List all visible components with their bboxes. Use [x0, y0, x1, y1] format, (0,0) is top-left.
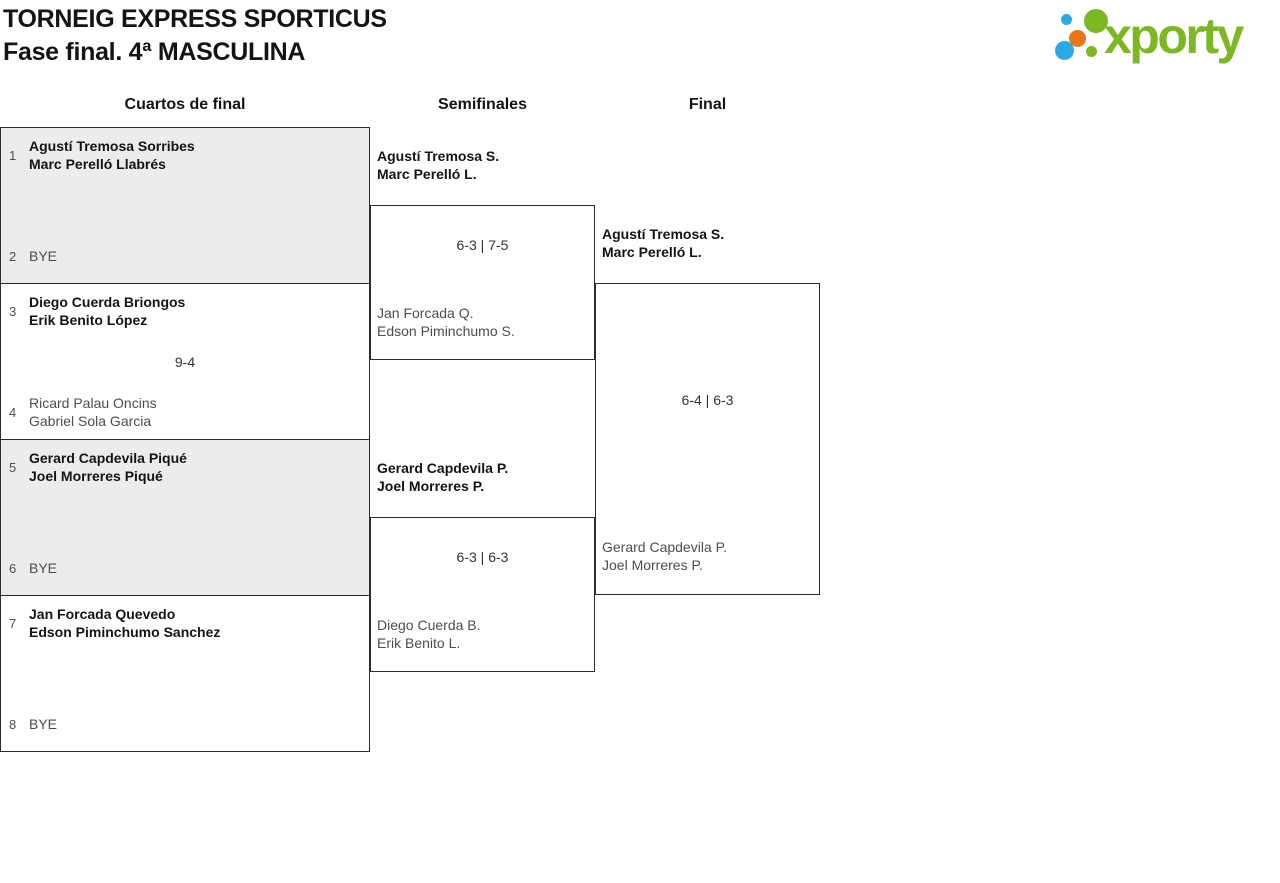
- match-score: 6-4 | 6-3: [681, 392, 734, 408]
- final-match-box: 6-4 | 6-3 Gerard Capdevila P. Joel Morre…: [595, 283, 820, 595]
- seed-number: 8: [9, 716, 17, 732]
- team-name-line: Edson Piminchumo Sanchez: [29, 624, 221, 640]
- seed-number: 7: [9, 615, 17, 631]
- team-name-line: Jan Forcada Q.: [377, 305, 474, 321]
- seed-number: 1: [9, 147, 17, 163]
- match-score: 6-3 | 7-5: [456, 237, 509, 253]
- team-name-line: Ricard Palau Oncins: [29, 395, 157, 411]
- team-names: BYE: [29, 238, 57, 274]
- logo-dot-orange-icon: [1069, 30, 1086, 47]
- team-names: Gerard Capdevila Piqué Joel Morreres Piq…: [29, 449, 187, 485]
- team-name-line: Joel Morreres P.: [377, 478, 485, 494]
- xporty-logo[interactable]: xporty: [1050, 0, 1280, 70]
- team-entry-seed-1: 1 Agustí Tremosa Sorribes Marc Perelló L…: [9, 137, 361, 173]
- team-name-line: Marc Perelló Llabrés: [29, 156, 166, 172]
- seed-number: 2: [9, 248, 17, 264]
- team-entry-seed-8: 8 BYE: [9, 706, 361, 742]
- logo-wordmark: xporty: [1104, 8, 1244, 64]
- team-entry-seed-4: 4 Ricard Palau Oncins Gabriel Sola Garci…: [9, 394, 361, 430]
- team-entry-seed-6: 6 BYE: [9, 550, 361, 586]
- qf-match-3-box: 5 Gerard Capdevila Piqué Joel Morreres P…: [0, 439, 370, 596]
- team-name-line: Erik Benito L.: [377, 635, 461, 651]
- logo-dot-blue-large-icon: [1055, 41, 1074, 60]
- team-name-line: BYE: [29, 560, 58, 576]
- match-score: 9-4: [174, 353, 196, 370]
- team-name-line: Gerard Capdevila Piqué: [29, 450, 187, 466]
- sf-match-1-box: 6-3 | 7-5 Jan Forcada Q. Edson Piminchum…: [370, 205, 595, 360]
- round-header-semifinales: Semifinales: [438, 96, 527, 113]
- qf-match-1-box: 1 Agustí Tremosa Sorribes Marc Perelló L…: [0, 127, 370, 284]
- team-names: BYE: [29, 706, 57, 742]
- team-names: Jan Forcada Quevedo Edson Piminchumo San…: [29, 605, 220, 641]
- logo-dot-green-small-icon: [1086, 46, 1097, 57]
- team-names: BYE: [29, 550, 57, 586]
- team-name-line: Joel Morreres P.: [602, 557, 703, 573]
- team-name-line: Joel Morreres Piqué: [29, 468, 163, 484]
- team-entry-seed-5: 5 Gerard Capdevila Piqué Joel Morreres P…: [9, 449, 361, 485]
- team-entry-seed-3: 3 Diego Cuerda Briongos Erik Benito Lópe…: [9, 293, 361, 329]
- qf-match-2-box: 3 Diego Cuerda Briongos Erik Benito Lópe…: [0, 283, 370, 440]
- match-score: 6-3 | 6-3: [456, 549, 509, 565]
- team-name-line: Marc Perelló L.: [602, 244, 702, 260]
- team-name-line: Diego Cuerda B.: [377, 617, 481, 633]
- sf2-losing-team: Diego Cuerda B. Erik Benito L.: [377, 616, 481, 652]
- team-name-line: Agustí Tremosa S.: [377, 148, 500, 164]
- team-name-line: Marc Perelló L.: [377, 166, 477, 182]
- sf-match-2-box: 6-3 | 6-3 Diego Cuerda B. Erik Benito L.: [370, 517, 595, 672]
- tournament-phase: Fase final. 4ª MASCULINA: [3, 38, 306, 66]
- team-name-line: Diego Cuerda Briongos: [29, 294, 186, 310]
- team-name-line: Edson Piminchumo S.: [377, 323, 515, 339]
- page-title: TORNEIG EXPRESS SPORTICUS Fase final. 4ª…: [3, 3, 387, 69]
- team-name-line: Gerard Capdevila P.: [377, 460, 509, 476]
- seed-number: 5: [9, 459, 17, 475]
- seed-number: 4: [9, 404, 17, 420]
- team-name-line: Gabriel Sola Garcia: [29, 413, 152, 429]
- round-header-final: Final: [688, 96, 727, 113]
- team-name-line: BYE: [29, 248, 58, 264]
- team-names: Agustí Tremosa Sorribes Marc Perelló Lla…: [29, 137, 195, 173]
- team-name-line: Gerard Capdevila P.: [602, 539, 728, 555]
- logo-dot-blue-small-icon: [1061, 14, 1072, 25]
- logo-dot-green-large-icon: [1084, 9, 1108, 33]
- team-name-line: BYE: [29, 716, 58, 732]
- sf2-advancing-team: Gerard Capdevila P. Joel Morreres P.: [377, 459, 508, 495]
- final-winning-team: Agustí Tremosa S. Marc Perelló L.: [602, 225, 724, 261]
- round-header-cuartos: Cuartos de final: [124, 96, 246, 113]
- team-name-line: Jan Forcada Quevedo: [29, 606, 176, 622]
- team-name-line: Erik Benito López: [29, 312, 148, 328]
- team-names: Ricard Palau Oncins Gabriel Sola Garcia: [29, 394, 157, 430]
- team-entry-seed-2: 2 BYE: [9, 238, 361, 274]
- tournament-name: TORNEIG EXPRESS SPORTICUS: [3, 5, 387, 33]
- seed-number: 3: [9, 303, 17, 319]
- seed-number: 6: [9, 560, 17, 576]
- team-entry-seed-7: 7 Jan Forcada Quevedo Edson Piminchumo S…: [9, 605, 361, 641]
- team-name-line: Agustí Tremosa S.: [602, 226, 725, 242]
- final-losing-team: Gerard Capdevila P. Joel Morreres P.: [602, 538, 727, 574]
- qf-match-4-box: 7 Jan Forcada Quevedo Edson Piminchumo S…: [0, 595, 370, 752]
- sf1-advancing-team: Agustí Tremosa S. Marc Perelló L.: [377, 147, 499, 183]
- sf1-losing-team: Jan Forcada Q. Edson Piminchumo S.: [377, 304, 515, 340]
- team-name-line: Agustí Tremosa Sorribes: [29, 138, 195, 154]
- team-names: Diego Cuerda Briongos Erik Benito López: [29, 293, 185, 329]
